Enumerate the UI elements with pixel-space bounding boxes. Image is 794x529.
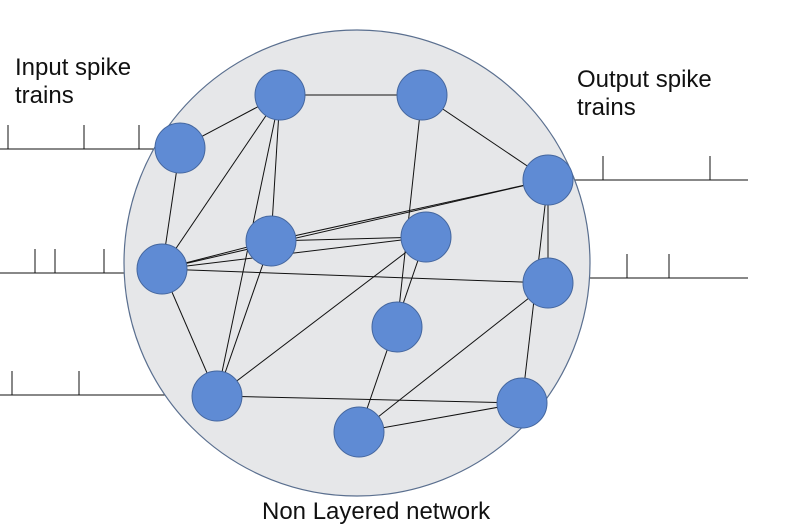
neuron-n7 [400,211,452,263]
input-spike-trains-label: Input spike trains [15,54,131,110]
synapse-n11-n12 [358,402,523,433]
neuron-n5 [136,243,188,295]
synapse-n4-n5 [161,179,549,270]
neurons [136,69,574,458]
neuron-n3 [396,69,448,121]
synapse-n2-n5 [161,94,281,270]
neuron-n8 [371,301,423,353]
synapse-n6-n9 [216,240,272,397]
synapse-n5-n7 [161,236,427,270]
network-boundary [123,29,591,497]
output-label-line1: Output spike [577,66,712,93]
neuron-n12 [333,406,385,458]
synapse-n10-n12 [358,282,549,433]
synapse-n9-n11 [216,395,523,404]
neuron-n9 [191,370,243,422]
neuron-n4 [522,154,574,206]
output-spike-trains [570,156,748,279]
neuron-n10 [522,257,574,309]
synapse-n4-n6 [270,179,549,242]
input-label-line2: trains [15,82,74,109]
output-label-line2: trains [577,94,636,121]
input-spike-trains [0,125,196,396]
neuron-n2 [254,69,306,121]
synapse-n7-n9 [216,236,427,397]
diagram-caption: Non Layered network [262,498,491,525]
input-label-line1: Input spike [15,54,132,81]
neuron-n1 [154,122,206,174]
neuron-n11 [496,377,548,429]
output-spike-trains-label: Output spike trains [577,66,712,122]
synapse-n6-n7 [270,236,427,242]
neuron-n6 [245,215,297,267]
synapse-n5-n10 [161,268,549,284]
